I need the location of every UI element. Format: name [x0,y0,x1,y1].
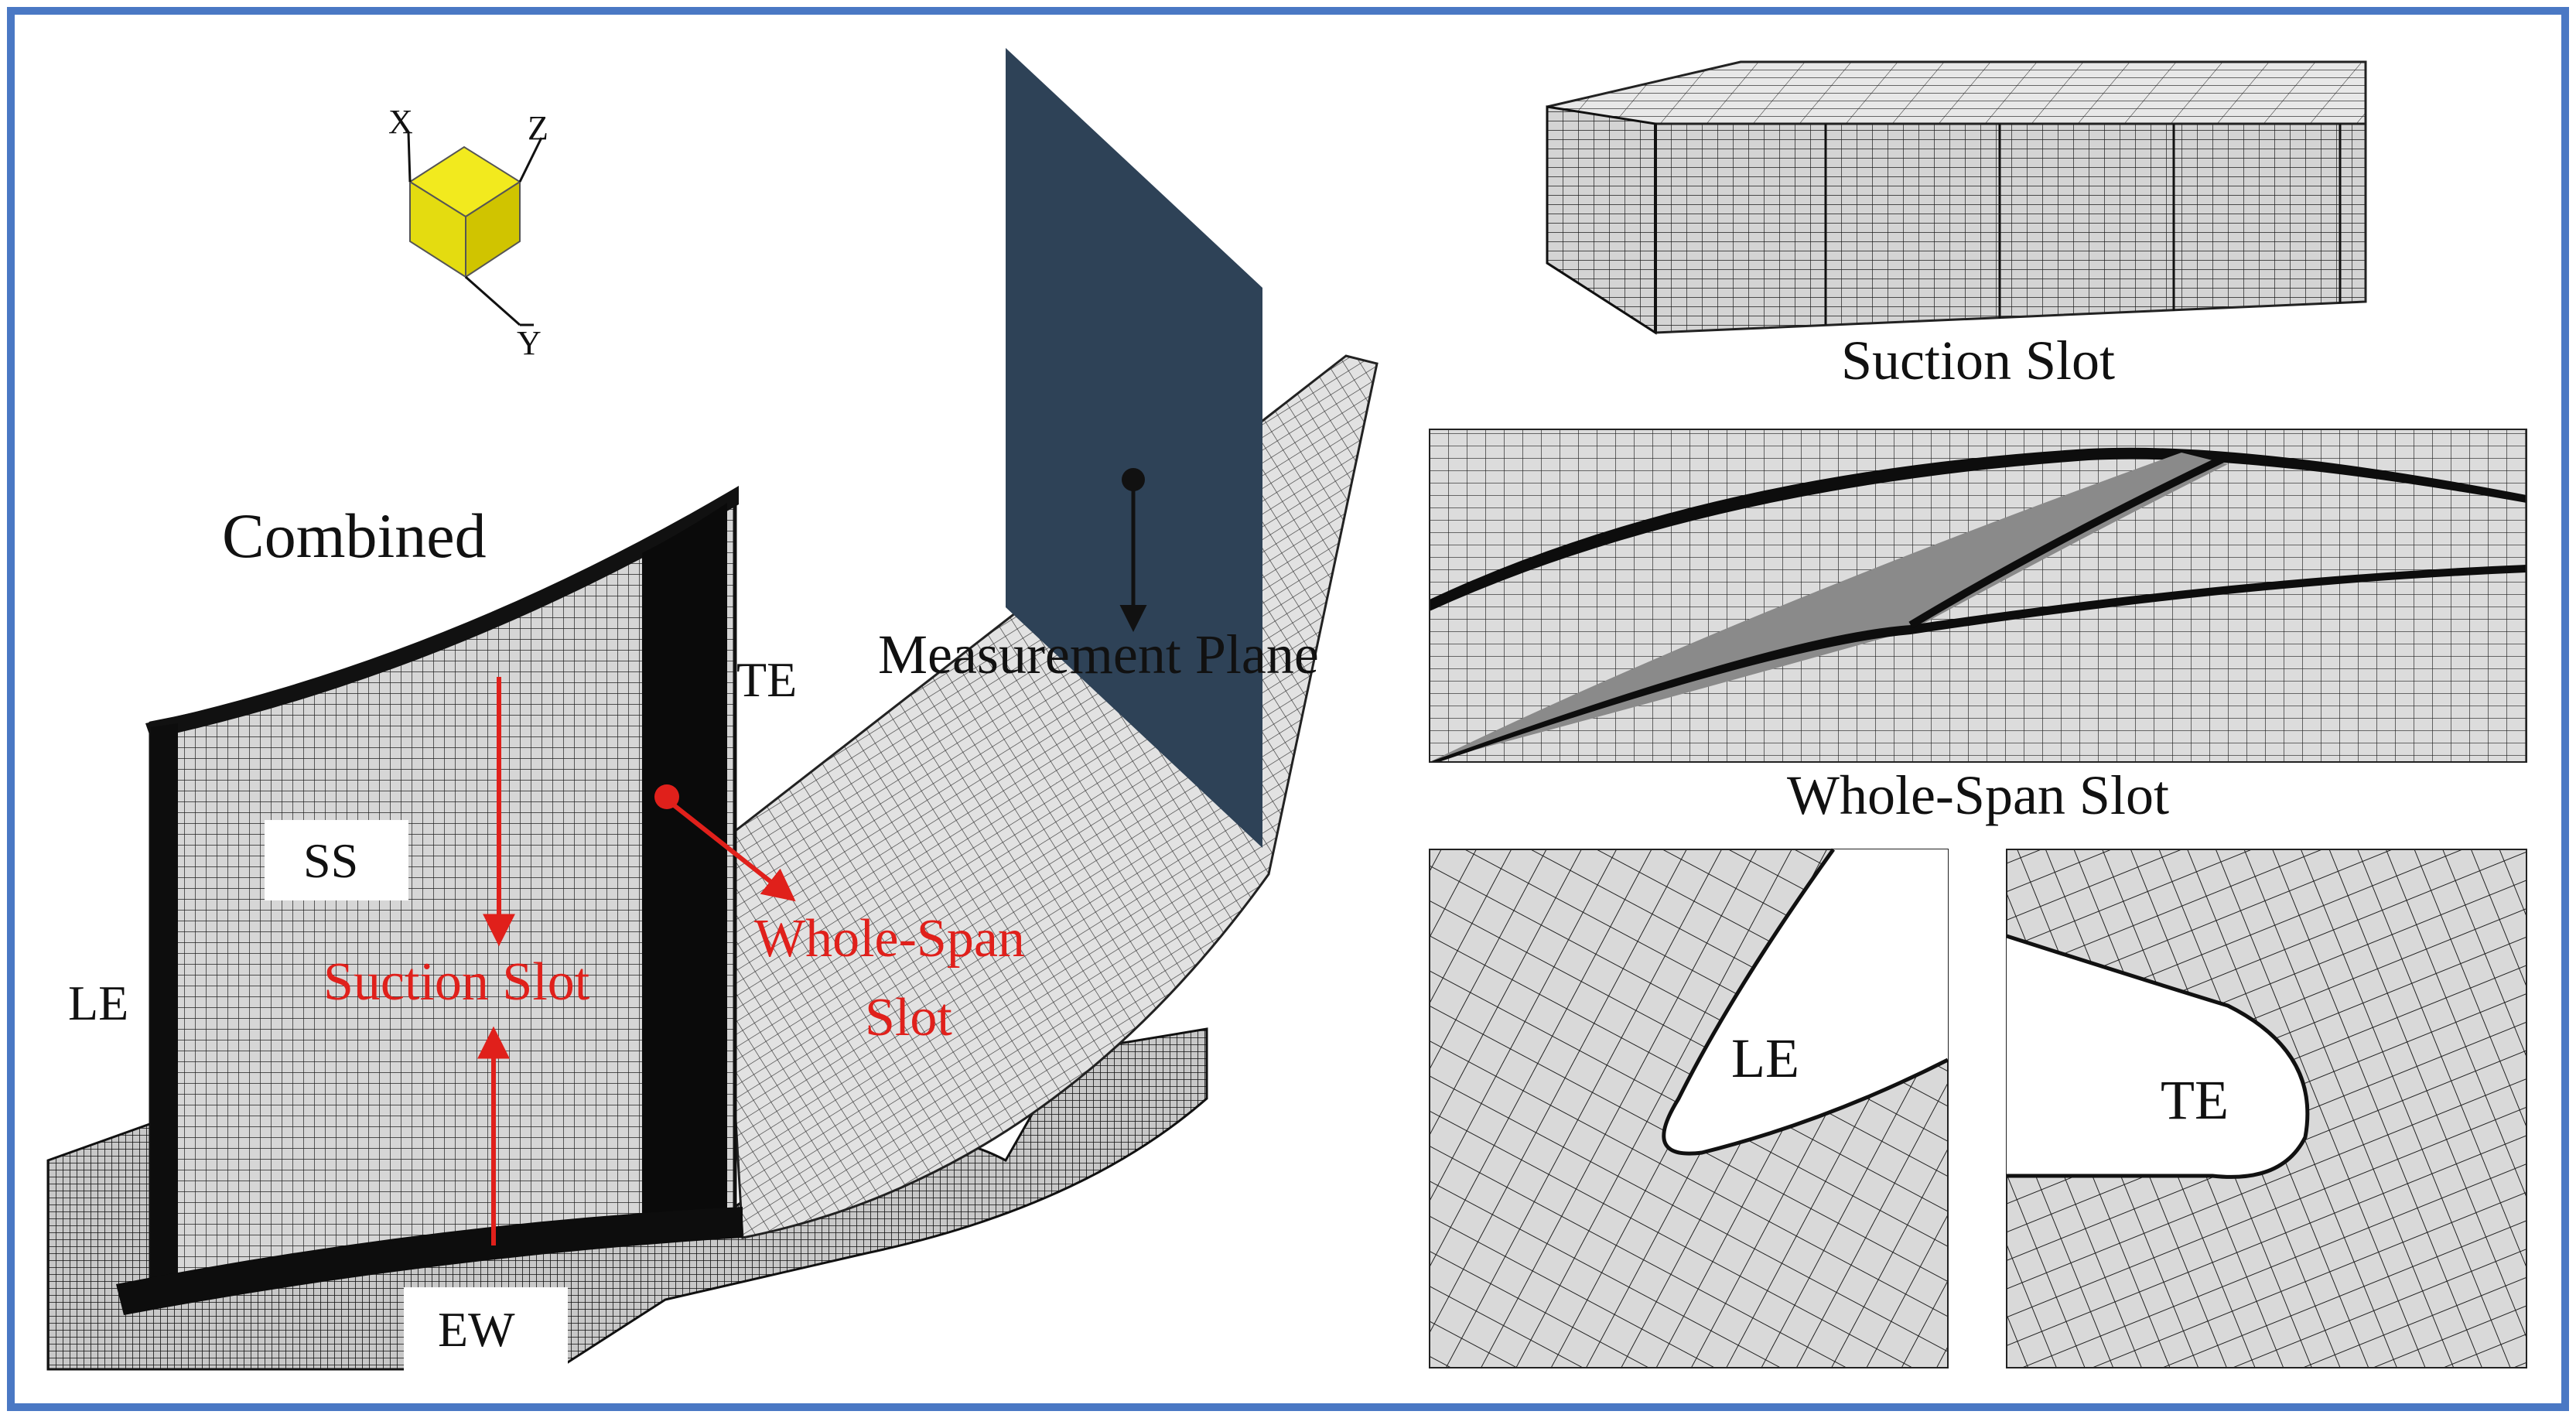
probe-point-icon [1122,468,1145,491]
te-detail [2006,849,2527,1368]
blade-root-band [116,1207,743,1315]
te-detail-label: TE [2161,1069,2229,1131]
ew-label-box [404,1287,568,1371]
suction-slot-detail [1546,60,2367,335]
axis-y-label: Y [517,324,542,362]
whole-span-caption: Whole-Span Slot [1787,764,2169,826]
te-label-left: TE [736,652,797,707]
whole-span-annotation-line2: Slot [865,988,952,1047]
le-detail-label: LE [1731,1027,1799,1089]
whole-span-slot-detail [1429,429,2527,763]
combined-title: Combined [222,501,487,571]
whole-span-slot-arrow [671,802,796,902]
axis-x-label: X [388,103,413,141]
ss-label: SS [303,833,358,888]
ss-label-box [265,820,408,900]
ew-label: EW [438,1302,515,1357]
le-detail [1429,848,1949,1368]
suction-slot-annotation: Suction Slot [323,952,590,1012]
leading-edge-band [151,723,178,1304]
measurement-plane [1006,48,1262,848]
le-label-left: LE [68,976,128,1030]
axis-triad-icon [407,132,543,326]
whole-span-slot-mesh [642,503,727,1236]
whole-span-slot-marker [654,784,679,809]
suction-slot-caption: Suction Slot [1841,330,2115,391]
combined-mesh-view: X Z Y Combined TE LE SS EW Measurement P… [46,48,1379,1371]
blade-top-edge [145,486,739,739]
whole-span-annotation-line1: Whole-Span [754,909,1025,969]
axis-z-label: Z [528,109,548,147]
measurement-plane-label: Measurement Plane [878,624,1319,685]
